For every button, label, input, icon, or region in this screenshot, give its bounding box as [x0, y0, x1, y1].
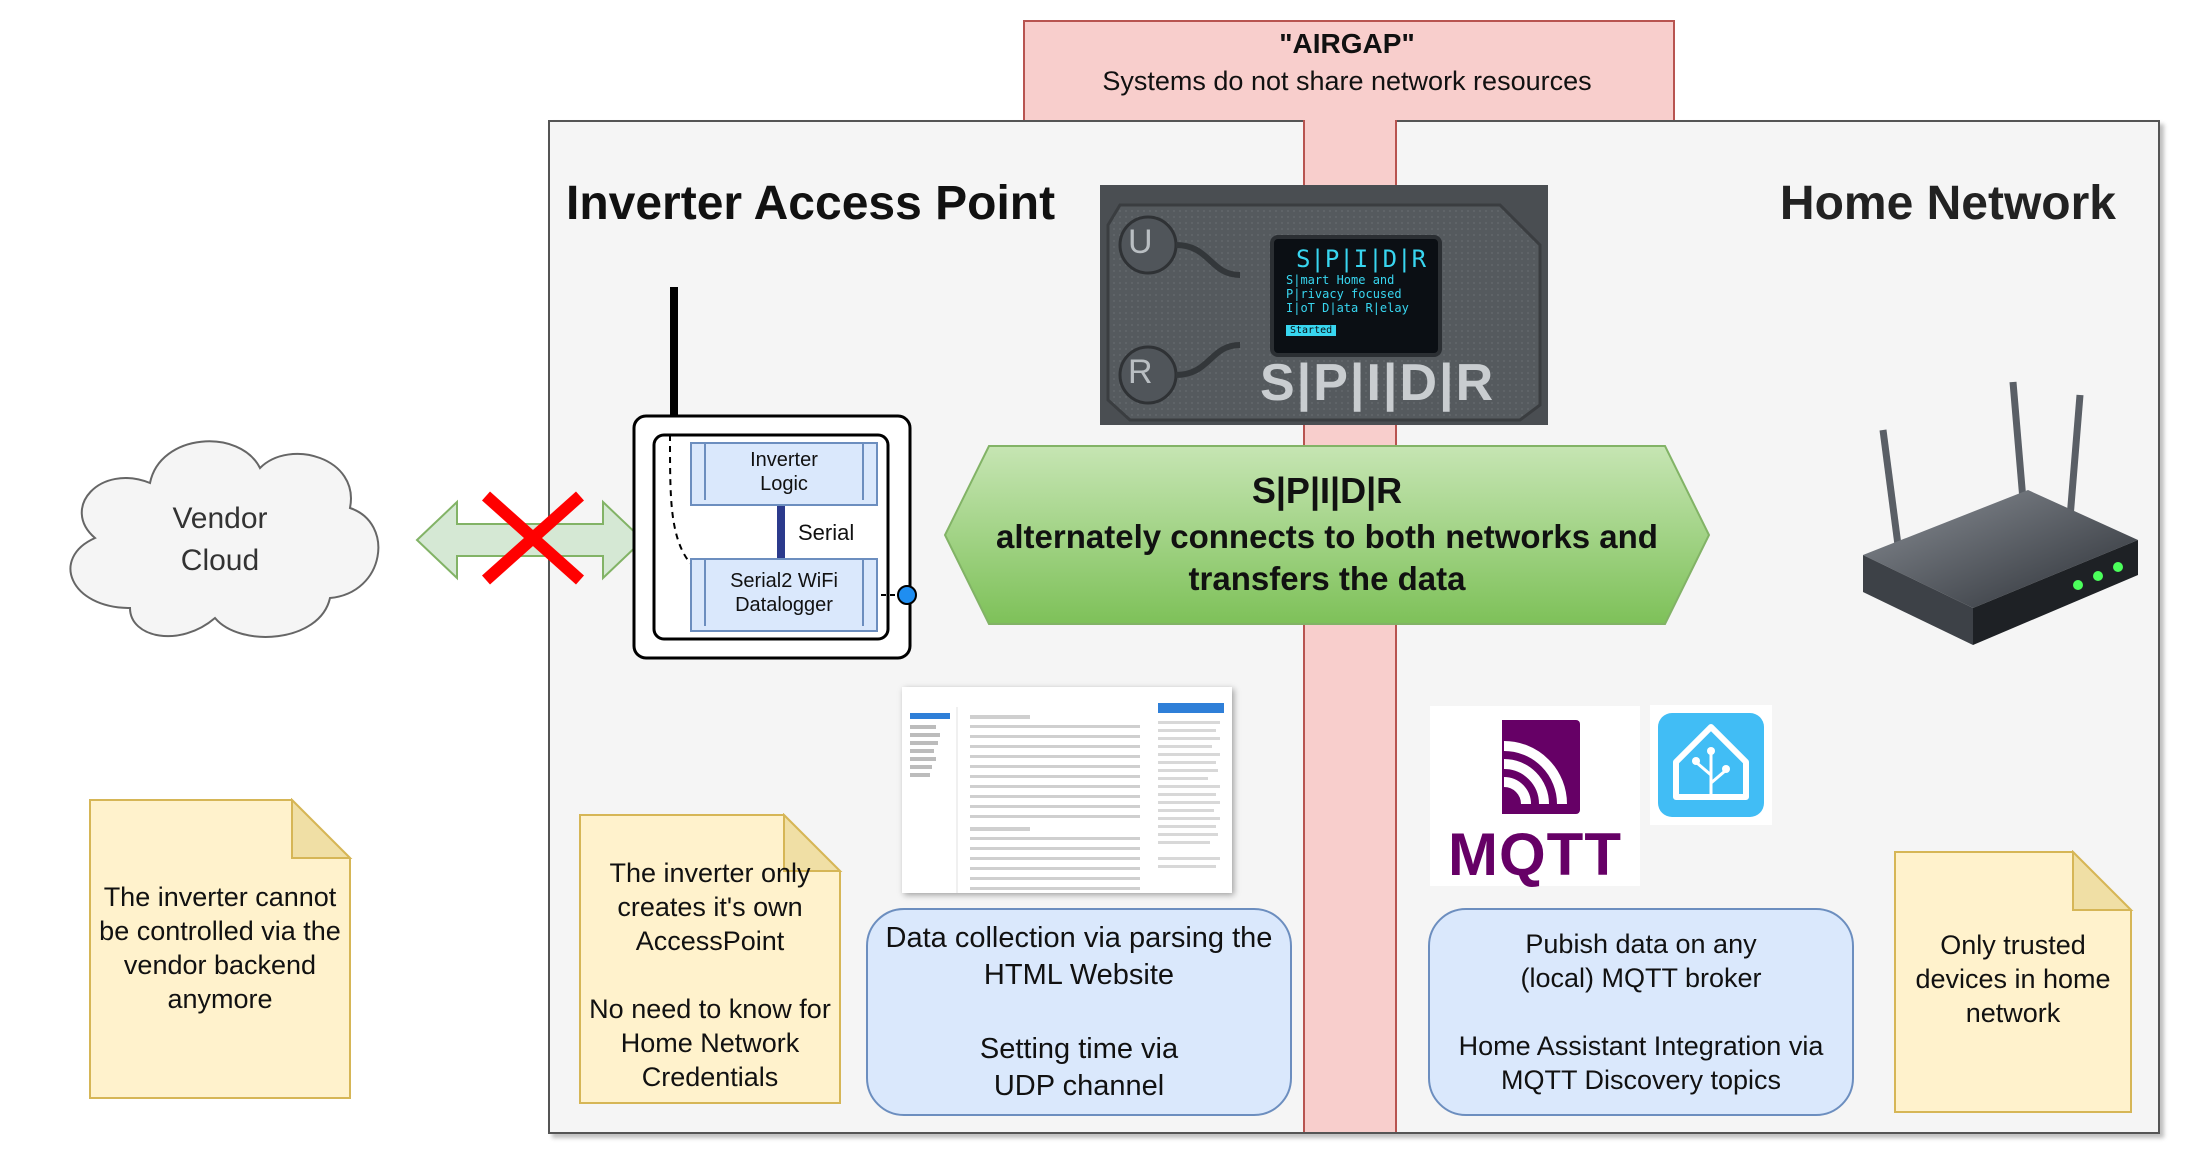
oled-line-4: I|oT D|ata R|elay — [1286, 301, 1409, 315]
airgap-subtitle: Systems do not share network resources — [1102, 66, 1592, 96]
device-u-button: U — [1128, 223, 1153, 261]
website-screenshot — [902, 687, 1232, 893]
device-case-icon — [1100, 185, 1548, 425]
cloud-line-1: Vendor — [172, 502, 268, 535]
data-collection-line-1: Data collection via parsing the — [885, 921, 1273, 954]
note-trusted-line-2: devices in home — [1915, 964, 2111, 994]
airgap-title: "AIRGAP" — [1279, 28, 1415, 59]
mqtt-logo-text: MQTT — [1448, 821, 1622, 888]
cloud-icon — [69, 440, 380, 638]
vendor-cloud-label: Vendor Cloud — [45, 480, 395, 600]
device-photo: U R S|P|I|D|R S|mart Home and P|rivacy f… — [1100, 185, 1548, 425]
website-screenshot-graphic — [902, 687, 1232, 893]
publish-line-4: Home Assistant Integration via — [1458, 1031, 1824, 1061]
inverter-logic-line-2: Logic — [760, 473, 808, 495]
datalogger-line-2: Datalogger — [735, 594, 833, 616]
data-collection-box: Data collection via parsing the HTML Web… — [866, 908, 1292, 1116]
cross-icon — [482, 491, 584, 585]
spidr-description-1: alternately connects to both networks an… — [996, 518, 1658, 555]
datalogger-line-1: Serial2 WiFi — [730, 570, 838, 592]
spidr-description-2: transfers the data — [1188, 560, 1466, 597]
router-icon — [1863, 381, 2138, 645]
note-ap-line-5: No need to know for — [589, 994, 831, 1024]
oled-title: S|P|I|D|R — [1295, 245, 1427, 273]
note-trusted — [1894, 850, 2134, 1113]
airgap-box — [1023, 20, 1675, 122]
oled-line-3: P|rivacy focused — [1286, 287, 1402, 301]
data-collection-line-5: UDP channel — [993, 1069, 1165, 1102]
datalogger-box: Serial2 WiFi Datalogger — [690, 558, 878, 632]
home-assistant-icon — [1650, 705, 1772, 825]
publish-line-2: (local) MQTT broker — [1520, 963, 1762, 993]
oled-started-badge: Started — [1286, 325, 1337, 336]
note-ap-line-7: Credentials — [641, 1062, 779, 1092]
note-vendor-line-3: vendor backend — [123, 950, 317, 980]
note-access-point-text: The inverter only creates it's own Acces… — [578, 856, 842, 1094]
device-r-button: R — [1128, 353, 1153, 391]
note-access-point — [579, 813, 843, 1104]
spidr-name: S|P|I|D|R — [1251, 470, 1403, 511]
inverter-access-point-title: Inverter Access Point — [566, 177, 1056, 230]
mqtt-logo-icon — [1490, 720, 1580, 814]
inverter-logic-line-1: Inverter — [750, 449, 818, 471]
note-trusted-text: Only trusted devices in home network — [1893, 928, 2133, 1030]
note-vendor-text: The inverter cannot be controlled via th… — [88, 880, 352, 1016]
note-trusted-line-1: Only trusted — [1940, 930, 2086, 960]
spidr-hexagon — [943, 445, 1711, 625]
mqtt-logo: MQTT — [1430, 706, 1640, 888]
home-network-title: Home Network — [1779, 177, 2116, 230]
publish-box: Pubish data on any (local) MQTT broker H… — [1428, 908, 1854, 1116]
cloud-line-2: Cloud — [180, 544, 260, 577]
data-collection-line-4: Setting time via — [979, 1032, 1179, 1065]
spidr-label: S|P|I|D|R alternately connects to both n… — [943, 444, 1711, 626]
serial-label: Serial — [798, 520, 855, 545]
publish-line-5: MQTT Discovery topics — [1500, 1065, 1782, 1095]
inverter-logic-box: Inverter Logic — [690, 442, 878, 506]
note-vendor — [89, 798, 353, 1099]
note-vendor-line-2: be controlled via the — [99, 916, 341, 946]
oled-line-2: S|mart Home and — [1286, 273, 1395, 287]
note-trusted-line-3: network — [1965, 998, 2061, 1028]
note-ap-line-1: The inverter only — [609, 858, 811, 888]
note-ap-line-3: AccessPoint — [635, 926, 785, 956]
publish-line-1: Pubish data on any — [1525, 929, 1757, 959]
note-vendor-line-1: The inverter cannot — [103, 882, 337, 912]
note-ap-line-2: creates it's own — [617, 892, 803, 922]
case-logo: S|P|I|D|R — [1260, 354, 1496, 412]
note-vendor-line-4: anymore — [167, 984, 273, 1014]
note-ap-line-6: Home Network — [620, 1028, 800, 1058]
data-collection-line-2: HTML Website — [983, 958, 1175, 991]
